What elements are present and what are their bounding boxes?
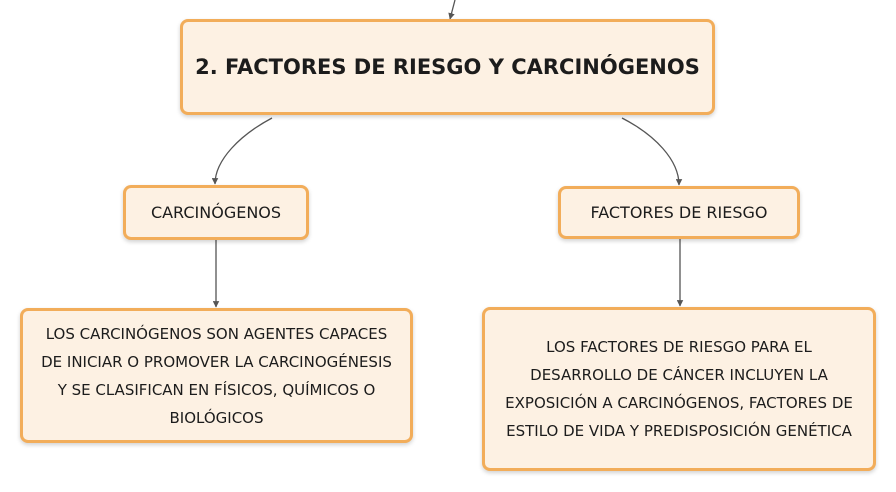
factores-de-riesgo-description-text: LOS FACTORES DE RIESGO PARA EL DESARROLL…: [505, 338, 853, 440]
factores-de-riesgo-label: FACTORES DE RIESGO: [590, 203, 768, 222]
factores-de-riesgo-description-node[interactable]: LOS FACTORES DE RIESGO PARA EL DESARROLL…: [482, 307, 876, 471]
carcinogenos-label: CARCINÓGENOS: [150, 203, 282, 222]
connector-main-to-factores: [621, 117, 683, 186]
carcinogenos-description-node[interactable]: LOS CARCINÓGENOS SON AGENTES CAPACES DE …: [20, 308, 413, 443]
factores-de-riesgo-node[interactable]: FACTORES DE RIESGO: [558, 186, 800, 239]
connector-parent-to-main: [448, 0, 456, 20]
main-topic-node[interactable]: 2. FACTORES DE RIESGO Y CARCINÓGENOS: [180, 19, 715, 115]
carcinogenos-node[interactable]: CARCINÓGENOS: [123, 185, 309, 240]
main-topic-label: 2. FACTORES DE RIESGO Y CARCINÓGENOS: [195, 55, 700, 79]
carcinogenos-description-text: LOS CARCINÓGENOS SON AGENTES CAPACES DE …: [41, 324, 392, 427]
connector-main-to-carcinogenos: [211, 117, 273, 185]
